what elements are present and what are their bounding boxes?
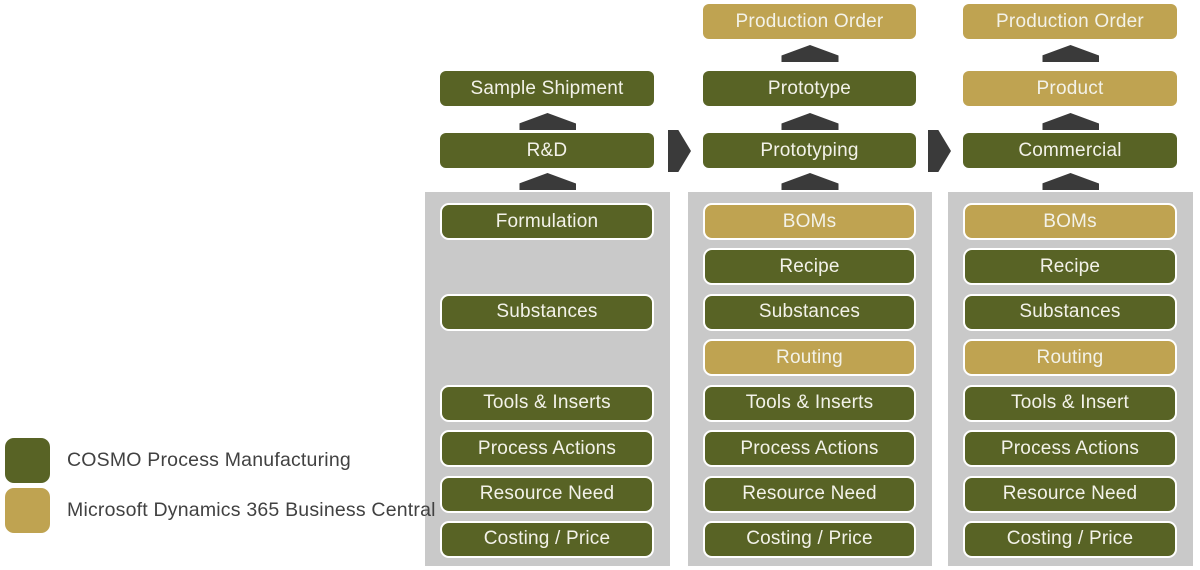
- panel-box-process-actions: Process Actions: [440, 430, 654, 468]
- flow-box-product: Product: [963, 71, 1177, 106]
- panel-box-tools-inserts: Tools & Inserts: [703, 384, 916, 422]
- flow-box-production-order: Production Order: [963, 4, 1177, 39]
- panel-box-costing-price: Costing / Price: [440, 520, 654, 558]
- up-arrow-icon: [519, 113, 576, 130]
- business-central-color-swatch: [5, 488, 50, 533]
- panel-box-tools-insert: Tools & Insert: [963, 384, 1177, 422]
- up-arrow-icon: [1042, 45, 1099, 62]
- panel-box-resource-need: Resource Need: [703, 475, 916, 513]
- panel-box-routing: Routing: [963, 339, 1177, 377]
- prototyping-panel: BOMs Recipe Substances Routing Tools & I…: [688, 192, 932, 566]
- panel-box-costing-price: Costing / Price: [703, 520, 916, 558]
- panel-box-routing: Routing: [703, 339, 916, 377]
- rnd-panel: Formulation Substances Tools & Inserts P…: [425, 192, 670, 566]
- panel-box-costing-price: Costing / Price: [963, 520, 1177, 558]
- up-arrow-icon: [1042, 173, 1099, 190]
- flow-box-prototype: Prototype: [703, 71, 916, 106]
- stage-box-prototyping: Prototyping: [703, 133, 916, 168]
- legend-label: Microsoft Dynamics 365 Business Central: [67, 499, 436, 521]
- panel-box-substances: Substances: [963, 293, 1177, 331]
- prototyping-panel-rows: BOMs Recipe Substances Routing Tools & I…: [703, 203, 916, 558]
- panel-box-process-actions: Process Actions: [703, 430, 916, 468]
- legend-item-cosmo: COSMO Process Manufacturing: [5, 438, 436, 483]
- column-commercial: Production Order Product Commercial BOMs…: [948, 0, 1193, 567]
- up-arrow-icon: [519, 173, 576, 190]
- up-arrow-icon: [781, 45, 839, 62]
- panel-box-process-actions: Process Actions: [963, 430, 1177, 468]
- up-arrow-icon: [781, 173, 839, 190]
- legend-label: COSMO Process Manufacturing: [67, 449, 351, 471]
- panel-box-resource-need: Resource Need: [440, 475, 654, 513]
- stage-box-rnd: R&D: [440, 133, 654, 168]
- panel-box-tools-inserts: Tools & Inserts: [440, 384, 654, 422]
- flow-box-production-order: Production Order: [703, 4, 916, 39]
- panel-box-boms: BOMs: [703, 203, 916, 240]
- rnd-panel-rows: Formulation Substances Tools & Inserts P…: [440, 203, 654, 558]
- legend: COSMO Process Manufacturing Microsoft Dy…: [5, 438, 436, 538]
- panel-box-resource-need: Resource Need: [963, 475, 1177, 513]
- commercial-panel: BOMs Recipe Substances Routing Tools & I…: [948, 192, 1193, 566]
- panel-box-boms: BOMs: [963, 203, 1177, 240]
- up-arrow-icon: [1042, 113, 1099, 130]
- column-prototyping: Production Order Prototype Prototyping B…: [688, 0, 932, 567]
- column-rnd: Sample Shipment R&D Formulation Substanc…: [425, 0, 670, 567]
- flow-box-sample-shipment: Sample Shipment: [440, 71, 654, 106]
- stage-box-commercial: Commercial: [963, 133, 1177, 168]
- commercial-panel-rows: BOMs Recipe Substances Routing Tools & I…: [963, 203, 1177, 558]
- cosmo-color-swatch: [5, 438, 50, 483]
- panel-box-formulation: Formulation: [440, 203, 654, 240]
- panel-box-recipe: Recipe: [963, 248, 1177, 286]
- up-arrow-icon: [781, 113, 839, 130]
- legend-item-business-central: Microsoft Dynamics 365 Business Central: [5, 488, 436, 533]
- panel-box-substances: Substances: [440, 293, 654, 331]
- panel-box-substances: Substances: [703, 293, 916, 331]
- panel-box-recipe: Recipe: [703, 248, 916, 286]
